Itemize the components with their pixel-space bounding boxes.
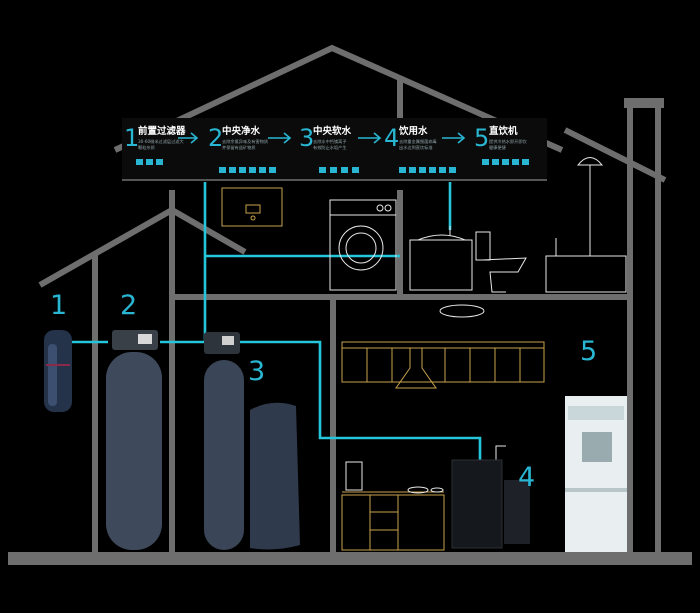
main-roof	[113, 44, 564, 153]
step-2-number: 2	[208, 124, 223, 152]
callout-1: 1	[50, 290, 67, 321]
arrow-4-5	[442, 132, 466, 144]
step-5-desc-line1: 提供冷热水即开即饮	[489, 138, 528, 145]
step-2-desc-line1: 去除余氯异味及有害物质	[222, 138, 268, 145]
step-1-icons	[136, 159, 163, 165]
pipe-to-kitchen	[235, 340, 482, 465]
kitchen-lower-cabinets	[341, 491, 445, 551]
chimney-cap	[624, 98, 664, 108]
step-1-title: 前置过滤器	[138, 125, 186, 137]
bathtub-shower	[545, 157, 627, 293]
step-2-desc-line2: 并保留有益矿物质	[222, 144, 256, 151]
arrow-1-2	[178, 132, 199, 144]
callout-4: 4	[518, 462, 535, 493]
prefilter-device	[44, 330, 72, 412]
right-roof	[563, 127, 667, 183]
step-4: 4 饮用水 去除重金属细菌病毒 出水达到直饮标准	[384, 124, 456, 173]
step-5-title: 直饮机	[489, 125, 518, 137]
bathroom-vanity	[409, 226, 473, 291]
step-4-desc-line1: 去除重金属细菌病毒	[399, 138, 437, 145]
arrow-3-4	[358, 132, 382, 144]
step-3-icons	[319, 167, 359, 173]
kettle-and-faucet	[345, 445, 506, 491]
step-3-desc-line1: 去除水中钙镁离子	[313, 138, 347, 145]
step-2: 2 中央净水 去除余氯异味及有害物质 并保留有益矿物质	[208, 124, 276, 173]
step-2-title: 中央净水	[222, 125, 261, 137]
step-5-icons	[482, 159, 529, 165]
callout-3: 3	[248, 356, 265, 387]
step-1: 1 前置过滤器 30-60微米过滤层过滤大 颗粒杂质	[124, 124, 186, 165]
callout-5: 5	[580, 336, 597, 367]
step-4-number: 4	[384, 124, 399, 152]
brine-tank	[250, 402, 300, 550]
left-roof	[38, 206, 247, 288]
house-structure	[8, 44, 692, 565]
arrow-2-3	[268, 132, 292, 144]
step-3-number: 3	[299, 124, 314, 152]
washing-machine	[329, 199, 397, 291]
purifier-tank	[106, 330, 162, 550]
stove	[407, 486, 444, 494]
water-dispenser	[565, 396, 627, 552]
step-5: 5 直饮机 提供冷热水即开即饮 健康便捷	[474, 124, 529, 165]
step-4-desc-line2: 出水达到直饮标准	[399, 144, 433, 151]
step-1-desc-line1: 30-60微米过滤层过滤大	[138, 138, 184, 145]
step-2-icons	[219, 167, 276, 173]
callout-2: 2	[120, 290, 137, 321]
softener-tank	[204, 332, 244, 550]
step-4-title: 饮用水	[398, 125, 428, 137]
step-3-desc-line2: 有效防止水垢产生	[313, 144, 347, 151]
step-3-title: 中央软水	[313, 125, 352, 137]
ground-slab	[8, 552, 692, 565]
step-1-desc-line2: 颗粒杂质	[138, 144, 155, 151]
step-1-number: 1	[124, 124, 139, 152]
step-5-number: 5	[474, 124, 489, 152]
range-hood	[395, 348, 437, 389]
water-pipes	[72, 182, 482, 465]
step-4-icons	[399, 167, 456, 173]
step-5-desc-line2: 健康便捷	[489, 144, 507, 151]
kitchen-upper-cabinets	[341, 341, 545, 383]
step-3: 3 中央软水 去除水中钙镁离子 有效防止水垢产生	[299, 124, 359, 173]
ceiling-lamp	[439, 304, 485, 318]
water-heater	[221, 187, 283, 227]
undersink-ro-unit	[451, 459, 530, 549]
toilet	[475, 231, 527, 293]
